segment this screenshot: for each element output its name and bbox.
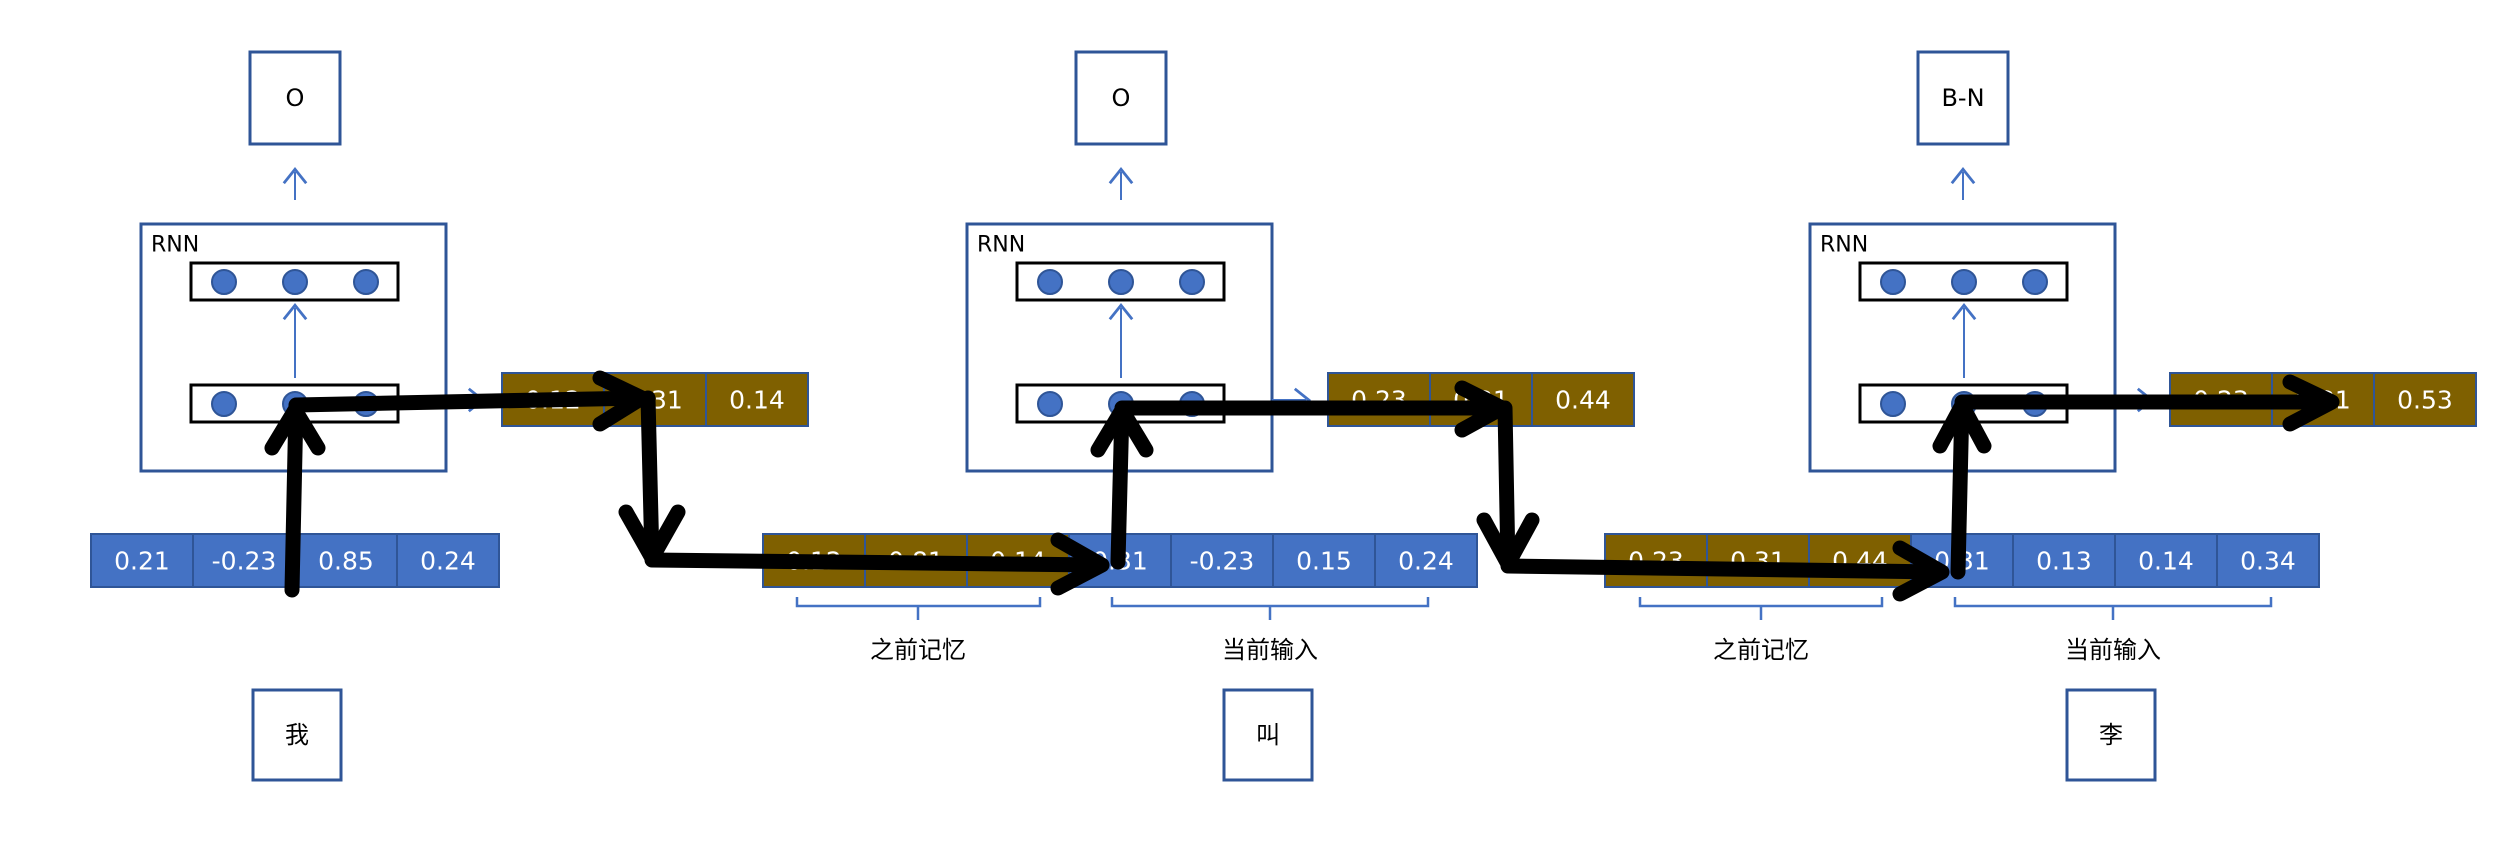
output-node — [1880, 269, 1906, 295]
current-input-3-value: 0.34 — [2240, 547, 2296, 576]
current-input-2-cell — [1374, 533, 1478, 588]
rnn-cell-label-3: RNN — [1820, 233, 1868, 258]
current-input-3-value: 0.14 — [2138, 547, 2194, 576]
rnn-cell-label-1: RNN — [151, 233, 199, 258]
output-label-1: O — [286, 84, 305, 112]
current-input-3-cell — [2114, 533, 2218, 588]
hidden-node — [211, 391, 237, 417]
current-input-1-value: 0.24 — [420, 547, 476, 576]
rnn-step-2: O RNN 叫 — [965, 50, 1314, 782]
input-token-box-2 — [1222, 688, 1314, 782]
current-input-label-2: 当前输入 — [2065, 636, 2161, 664]
current-input-1-cell — [90, 533, 194, 588]
hidden-node — [1037, 391, 1063, 417]
input-token-box-1 — [251, 688, 343, 782]
input-token-3: 李 — [2099, 721, 2123, 749]
flow-arrowhead-4b — [1892, 540, 1950, 602]
output-box-2 — [1074, 50, 1168, 146]
rnn-step-1: O RNN 我 — [139, 50, 486, 782]
output-node — [353, 269, 379, 295]
output-box-1 — [248, 50, 342, 146]
output-node — [211, 269, 237, 295]
output-label-2: O — [1112, 84, 1131, 112]
flow-arrowhead-5a — [1932, 397, 1992, 454]
previous-memory-label-2: 之前记忆 — [1713, 636, 1809, 664]
output-label-3: B-N — [1941, 84, 1984, 112]
output-node — [282, 269, 308, 295]
hidden-node — [1880, 391, 1906, 417]
current-input-1-cell — [294, 533, 398, 588]
rnn-step-3: B-N RNN 李 — [1808, 50, 2157, 782]
hidden-state-1-value: 0.14 — [729, 386, 785, 415]
hidden-state-2-value: 0.44 — [1555, 386, 1611, 415]
previous-memory-label-1: 之前记忆 — [870, 636, 966, 664]
output-node — [1951, 269, 1977, 295]
current-input-bracket-1 — [1110, 597, 1430, 620]
output-node — [1179, 269, 1205, 295]
output-box-3 — [1916, 50, 2010, 146]
hidden-state-2-cell — [1327, 372, 1431, 427]
current-input-1-cell — [192, 533, 296, 588]
flow-arrowhead-1a — [264, 402, 326, 456]
rnn-cell-label-2: RNN — [977, 233, 1025, 258]
current-input-3-value: 0.13 — [2036, 547, 2092, 576]
input-token-2: 叫 — [1256, 721, 1280, 749]
previous-memory-bracket-2 — [1638, 597, 1884, 620]
flow-arrowhead-2b — [1050, 532, 1110, 596]
flow-arrowhead-5b — [2282, 374, 2340, 432]
flow-arrowhead-4a — [1476, 512, 1540, 572]
current-input-2-value: 0.24 — [1398, 547, 1454, 576]
current-input-1-cell — [396, 533, 500, 588]
current-input-2-value: -0.23 — [1190, 547, 1255, 576]
input-token-1: 我 — [285, 721, 309, 749]
output-node — [1037, 269, 1063, 295]
current-input-1-value: -0.23 — [212, 547, 277, 576]
current-input-label-1: 当前输入 — [1222, 636, 1318, 664]
flow-arrows — [264, 370, 2340, 602]
flow-arrowhead-2a — [618, 504, 686, 566]
hidden-state-3-value: 0.53 — [2397, 386, 2453, 415]
vector-cells: 0.12 0.31 0.14 0.21 -0.23 0.85 0.24 0.12… — [90, 372, 2477, 588]
current-input-bracket-2 — [1953, 597, 2273, 620]
current-input-2-value: 0.15 — [1296, 547, 1352, 576]
brackets: 之前记忆 当前输入 之前记忆 当前输入 — [795, 597, 2273, 664]
current-input-1-value: 0.85 — [318, 547, 374, 576]
previous-memory-bracket-1 — [795, 597, 1042, 620]
output-node — [2022, 269, 2048, 295]
output-node — [1108, 269, 1134, 295]
current-input-3-cell — [2216, 533, 2320, 588]
hidden-state-2-cell — [1531, 372, 1635, 427]
current-input-1-value: 0.21 — [114, 547, 170, 576]
flow-arrowhead-3a — [1090, 402, 1154, 458]
hidden-state-1-cell — [705, 372, 809, 427]
current-input-3-cell — [2012, 533, 2116, 588]
input-token-box-3 — [2065, 688, 2157, 782]
hidden-state-3-cell — [2373, 372, 2477, 427]
